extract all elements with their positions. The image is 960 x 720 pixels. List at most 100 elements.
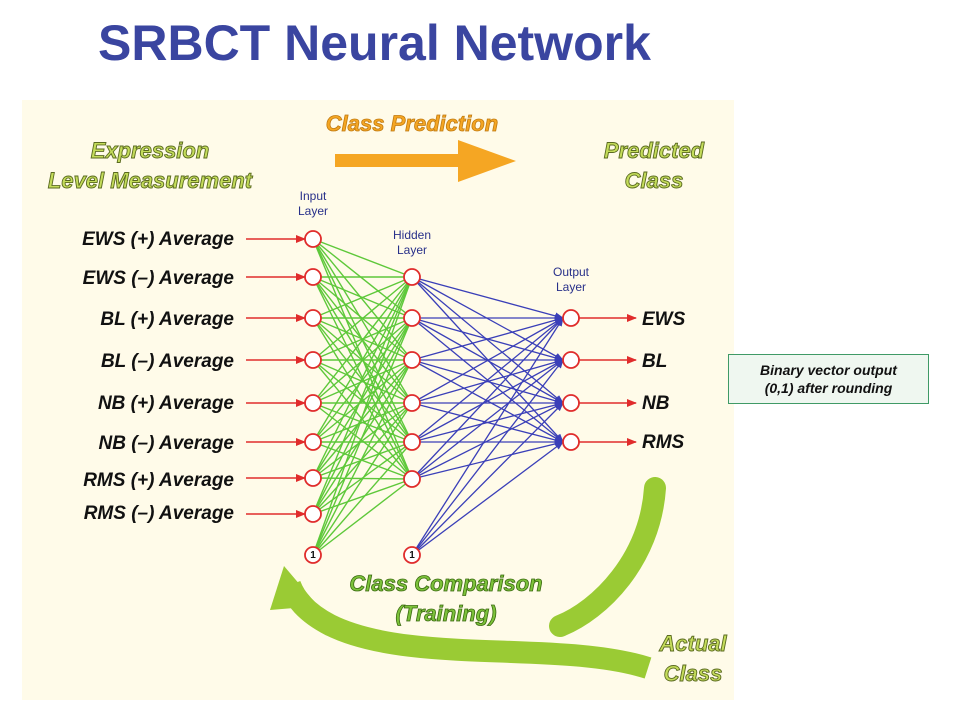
input-label: EWS (–) Average xyxy=(83,268,235,289)
input-hidden-edge xyxy=(312,359,413,443)
input-labels: EWS (+) Average EWS (–) Average BL (+) A… xyxy=(82,229,234,524)
input-hidden-edge xyxy=(312,276,413,361)
output-labels: EWS BL NB RMS xyxy=(642,309,686,453)
output-node xyxy=(562,309,580,327)
predicted-class-heading-line2: Class xyxy=(625,168,684,193)
input-hidden-edge xyxy=(312,359,413,479)
output-node xyxy=(562,394,580,412)
hidden-bias-node xyxy=(403,546,421,564)
hidden-output-connections xyxy=(411,276,564,556)
input-node xyxy=(304,309,322,327)
input-node xyxy=(304,230,322,248)
hidden-node xyxy=(403,394,421,412)
input-hidden-edge xyxy=(312,238,413,404)
input-node xyxy=(304,469,322,487)
predicted-class-heading-line1: Predicted xyxy=(604,138,705,163)
input-hidden-edge xyxy=(312,359,413,556)
hidden-output-edge xyxy=(411,276,564,404)
input-hidden-edge xyxy=(312,359,413,404)
output-label: RMS xyxy=(642,432,685,453)
input-hidden-edge xyxy=(312,276,413,443)
hidden-output-edge xyxy=(411,317,564,480)
expression-heading-line2: Level Measurement xyxy=(48,168,254,193)
hidden-output-edge xyxy=(411,359,564,443)
input-layer-label-line1: Input xyxy=(300,189,327,203)
input-hidden-edge xyxy=(312,276,413,479)
class-prediction-heading: Class Prediction xyxy=(326,111,498,136)
class-comparison-heading-line1: Class Comparison xyxy=(349,571,542,596)
input-node xyxy=(304,268,322,286)
input-hidden-edge xyxy=(312,317,413,556)
network-nodes xyxy=(304,230,580,564)
hidden-layer-label-line2: Layer xyxy=(397,243,427,257)
hidden-node xyxy=(403,309,421,327)
input-hidden-edge xyxy=(312,317,413,443)
input-label: RMS (–) Average xyxy=(84,503,235,524)
input-hidden-edge xyxy=(312,317,413,479)
input-hidden-edge xyxy=(312,402,413,443)
input-hidden-edge xyxy=(312,238,413,278)
input-hidden-edge xyxy=(312,276,413,515)
expression-heading-line1: Expression xyxy=(91,138,210,163)
input-hidden-edge xyxy=(312,402,413,479)
actual-class-heading-line1: Actual xyxy=(658,631,727,656)
actual-class-heading-line2: Class xyxy=(664,661,723,686)
hidden-output-edge xyxy=(411,359,564,556)
output-node xyxy=(562,433,580,451)
input-hidden-edge xyxy=(312,238,413,361)
class-prediction-arrowhead xyxy=(458,140,516,182)
hidden-node xyxy=(403,470,421,488)
binary-output-callout: Binary vector output (0,1) after roundin… xyxy=(728,354,929,404)
hidden-node xyxy=(403,268,421,286)
hidden-output-edge xyxy=(411,359,564,480)
input-hidden-connections xyxy=(312,238,413,556)
output-label: EWS xyxy=(642,309,686,330)
input-layer-label-line2: Layer xyxy=(298,204,328,218)
hidden-output-edge xyxy=(411,441,564,556)
input-arrows xyxy=(246,235,306,518)
hidden-layer-label-line1: Hidden xyxy=(393,228,431,242)
input-label: RMS (+) Average xyxy=(83,470,234,491)
input-hidden-edge xyxy=(312,441,413,479)
input-hidden-edge xyxy=(312,276,413,319)
hidden-output-edge xyxy=(411,358,564,404)
page-title: SRBCT Neural Network xyxy=(98,15,651,71)
output-label: BL xyxy=(642,351,667,372)
output-label: NB xyxy=(642,393,670,414)
hidden-output-edge xyxy=(411,401,564,443)
callout-line1: Binary vector output xyxy=(760,362,897,378)
input-label: BL (+) Average xyxy=(100,309,234,330)
input-bias-label: 1 xyxy=(310,550,316,561)
input-label: NB (+) Average xyxy=(98,393,234,414)
hidden-output-edge xyxy=(411,402,564,480)
input-node xyxy=(304,433,322,451)
input-hidden-edge xyxy=(312,276,413,556)
hidden-bias-label: 1 xyxy=(409,550,415,561)
training-feedback-arrowhead xyxy=(270,566,318,610)
input-node xyxy=(304,505,322,523)
output-node xyxy=(562,351,580,369)
input-hidden-edge xyxy=(312,441,413,556)
class-comparison-heading-line2: (Training) xyxy=(395,601,496,626)
hidden-output-edge xyxy=(411,316,564,361)
output-layer-label-line1: Output xyxy=(553,265,590,279)
output-layer-label-line2: Layer xyxy=(556,280,586,294)
hidden-node xyxy=(403,433,421,451)
input-node xyxy=(304,351,322,369)
input-label: NB (–) Average xyxy=(98,433,234,454)
output-arrows xyxy=(579,314,637,446)
input-hidden-edge xyxy=(312,276,413,404)
training-feedback-arrow-upper xyxy=(549,477,666,637)
hidden-node xyxy=(403,351,421,369)
callout-line2: (0,1) after rounding xyxy=(764,380,893,396)
input-bias-node xyxy=(304,546,322,564)
hidden-output-edge xyxy=(411,317,564,556)
hidden-output-edge xyxy=(411,402,564,556)
class-prediction-arrow-shaft xyxy=(335,154,465,167)
hidden-output-edge xyxy=(411,317,564,443)
input-label: BL (–) Average xyxy=(101,351,234,372)
input-node xyxy=(304,394,322,412)
input-hidden-edge xyxy=(312,402,413,556)
hidden-output-edge xyxy=(411,440,564,480)
